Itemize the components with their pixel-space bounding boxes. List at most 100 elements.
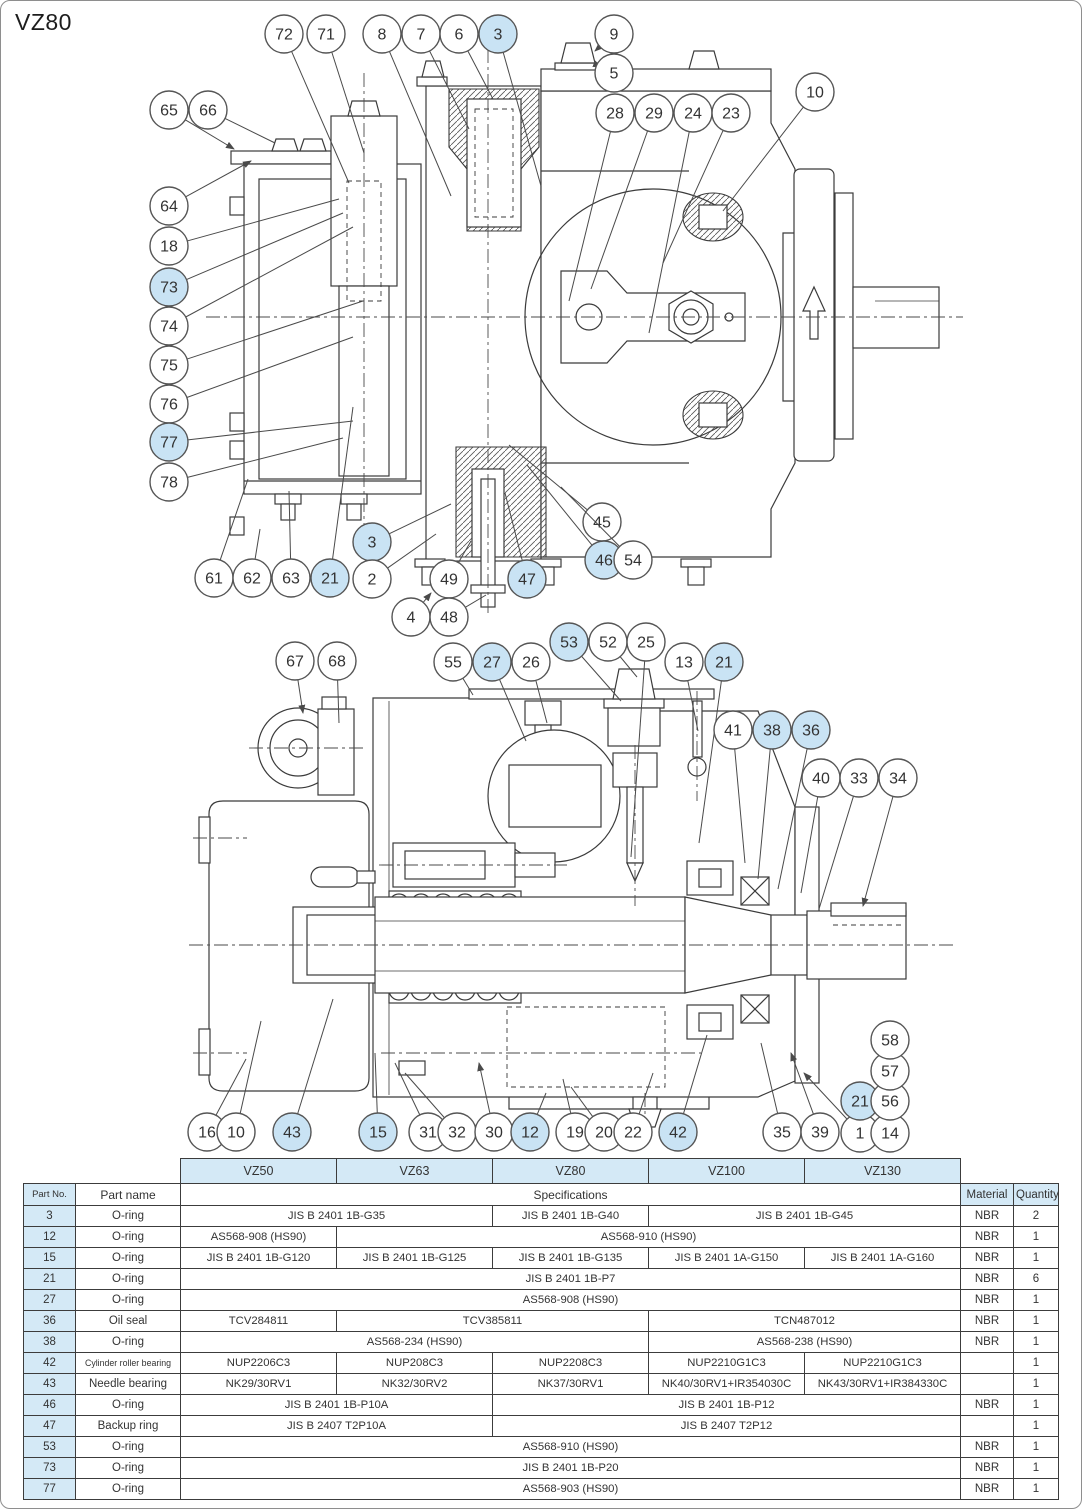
callout-leader-16 [215, 1058, 247, 1116]
callout-label-4: 4 [407, 610, 416, 627]
callout-54 [613, 540, 653, 580]
callout-label-5: 5 [610, 66, 619, 83]
nut-icon [229, 196, 245, 216]
callout-label-21: 21 [715, 655, 733, 672]
quantity-header: Quantity [1013, 1183, 1059, 1206]
callout-leader-21 [332, 406, 354, 560]
callout-48 [429, 597, 469, 637]
part-name-cell: O-ring [75, 1205, 181, 1227]
swash-block [560, 270, 746, 364]
callout-label-48: 48 [440, 610, 458, 627]
part-name-cell: Backup ring [75, 1415, 181, 1437]
callout-label-36: 36 [802, 723, 820, 740]
callout-label-76: 76 [160, 397, 178, 414]
spec-cell: AS568-234 (HS90) [180, 1331, 649, 1353]
callout-2 [352, 559, 392, 599]
material-cell: NBR [960, 1478, 1014, 1500]
callout-label-49: 49 [440, 572, 458, 589]
callout-leader-74 [185, 226, 354, 318]
part-no-cell: 27 [23, 1289, 76, 1311]
part-name-cell: O-ring [75, 1268, 181, 1290]
callout-label-58: 58 [881, 1033, 899, 1050]
spec-cell: NUP208C3 [336, 1352, 493, 1374]
callout-label-25: 25 [637, 635, 655, 652]
part-name-cell: O-ring [75, 1226, 181, 1248]
callout-leader-34 [861, 796, 894, 907]
spec-cell: NUP2208C3 [492, 1352, 649, 1374]
spec-cell: NK43/30RV1+IR384330C [804, 1373, 961, 1395]
callout-label-56: 56 [881, 1094, 899, 1111]
callout-label-6: 6 [455, 27, 464, 44]
callout-leader-48 [465, 594, 487, 608]
spec-cell: AS568-910 (HS90) [336, 1226, 961, 1248]
callout-leader-75 [186, 300, 364, 360]
callout-label-77: 77 [160, 435, 178, 452]
bolt-icon [271, 138, 299, 152]
callout-leader-52 [619, 656, 638, 678]
spec-cell: TCV284811 [180, 1310, 337, 1332]
callout-62 [232, 558, 272, 598]
callout-label-65: 65 [160, 103, 178, 120]
callout-33 [839, 758, 879, 798]
callout-leader-27 [499, 679, 527, 742]
callout-label-10: 10 [806, 85, 824, 102]
spec-cell: JIS B 2407 T2P10A [180, 1415, 493, 1437]
part-name-cell: Needle bearing [75, 1373, 181, 1395]
top-left-plate [230, 150, 332, 165]
callout-leader-26 [535, 680, 548, 724]
callout-label-67: 67 [286, 654, 304, 671]
up-arrow-icon [802, 285, 826, 340]
callout-label-8: 8 [378, 27, 387, 44]
callout-label-57: 57 [881, 1064, 899, 1081]
callout-leader-35 [760, 1042, 779, 1114]
model-header-vz63: VZ63 [336, 1158, 493, 1184]
part-name-cell: O-ring [75, 1436, 181, 1458]
spec-cell: AS568-238 (HS90) [648, 1331, 961, 1353]
quantity-cell: 1 [1013, 1373, 1059, 1395]
callout-21 [310, 558, 350, 598]
callout-leader-72 [291, 51, 350, 184]
material-cell: NBR [960, 1394, 1014, 1416]
callout-leader-9 [594, 43, 604, 52]
callout-leader-3 [388, 503, 452, 535]
callout-28 [595, 93, 635, 133]
callout-leader-31 [394, 1062, 421, 1116]
quantity-cell: 2 [1013, 1205, 1059, 1227]
material-cell: NBR [960, 1289, 1014, 1311]
plug [524, 700, 562, 726]
plug [398, 1060, 426, 1076]
callout-label-40: 40 [812, 771, 830, 788]
material-header: Material [960, 1183, 1014, 1206]
callout-label-21: 21 [851, 1094, 869, 1111]
callout-leader-61 [219, 478, 249, 561]
spec-cell: AS568-908 (HS90) [180, 1289, 961, 1311]
part-no-cell: 42 [23, 1352, 76, 1374]
part-name-cell: Cylinder roller bearing [75, 1352, 181, 1374]
spec-cell: JIS B 2401 1A-G160 [804, 1247, 961, 1269]
part-name-cell: O-ring [75, 1394, 181, 1416]
material-cell: NBR [960, 1226, 1014, 1248]
material-cell: NBR [960, 1205, 1014, 1227]
callout-label-47: 47 [518, 572, 536, 589]
callout-13 [664, 642, 704, 682]
bolt-icon [280, 503, 296, 521]
spec-cell: AS568-910 (HS90) [180, 1436, 961, 1458]
spec-cell: JIS B 2401 1B-G120 [180, 1247, 337, 1269]
spec-cell: JIS B 2401 1B-P10A [180, 1394, 493, 1416]
parts-table: VZ50 VZ63 VZ80 VZ100 VZ130 Part No. Part… [23, 1158, 1059, 1500]
quantity-cell: 1 [1013, 1226, 1059, 1248]
callout-leader-54 [560, 486, 621, 547]
callout-label-41: 41 [724, 723, 742, 740]
callout-label-23: 23 [722, 106, 740, 123]
callout-47 [507, 559, 547, 599]
callout-leader-12 [536, 1092, 547, 1115]
callout-75 [149, 345, 189, 385]
spec-cell: JIS B 2401 1B-G135 [492, 1247, 649, 1269]
callout-label-24: 24 [684, 106, 702, 123]
quantity-cell: 6 [1013, 1268, 1059, 1290]
part-no-cell: 46 [23, 1394, 76, 1416]
callout-leader-21 [698, 680, 722, 844]
